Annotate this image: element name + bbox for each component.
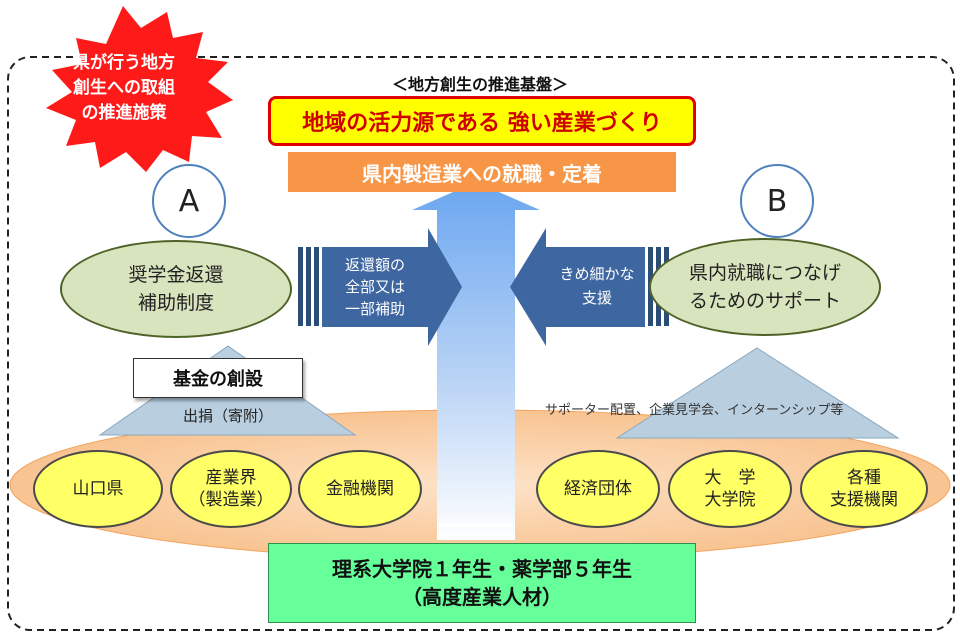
main-goal-box: 地域の活力源である 強い産業づくり [268, 96, 696, 146]
sub-goal-bar: 県内製造業への就職・定着 [288, 152, 676, 192]
support-note: サポーター配置、企業見学会、インターンシップ等 [545, 403, 844, 418]
fund-box: 基金の創設 [133, 358, 303, 398]
foundation-title: ＜地方創生の推進基盤＞ [391, 75, 568, 94]
participant-yamaguchi: 山口県 [33, 450, 163, 528]
left-arrow-text: 返還額の 全部又は 一部補助 [344, 256, 405, 318]
donation-label: 出捐（寄附） [182, 406, 273, 425]
right-triangle [615, 347, 900, 439]
employment-support-oval: 県内就職につなげ るためのサポート [649, 238, 881, 336]
participant-university: 大 学 大学院 [668, 450, 792, 528]
outer-dashed-frame [7, 56, 955, 631]
label-a-circle: A [152, 164, 226, 238]
participant-financial: 金融機関 [298, 450, 422, 528]
left-arrow [298, 228, 462, 346]
participant-support-org: 各種 支援機関 [800, 450, 928, 528]
badge-text: 県が行う地方 創生への取組 の推進施策 [73, 52, 175, 123]
label-b-circle: B [740, 164, 814, 238]
right-arrow-text: きめ細かな 支援 [559, 265, 635, 307]
badge-starburst [46, 6, 233, 172]
participant-industry: 産業界 （製造業） [170, 450, 292, 528]
scholarship-program-oval: 奨学金返還 補助制度 [60, 240, 292, 338]
participant-economic: 経済団体 [536, 450, 660, 528]
target-box: 理系大学院１年生・薬学部５年生 （高度産業人材） [268, 543, 696, 623]
